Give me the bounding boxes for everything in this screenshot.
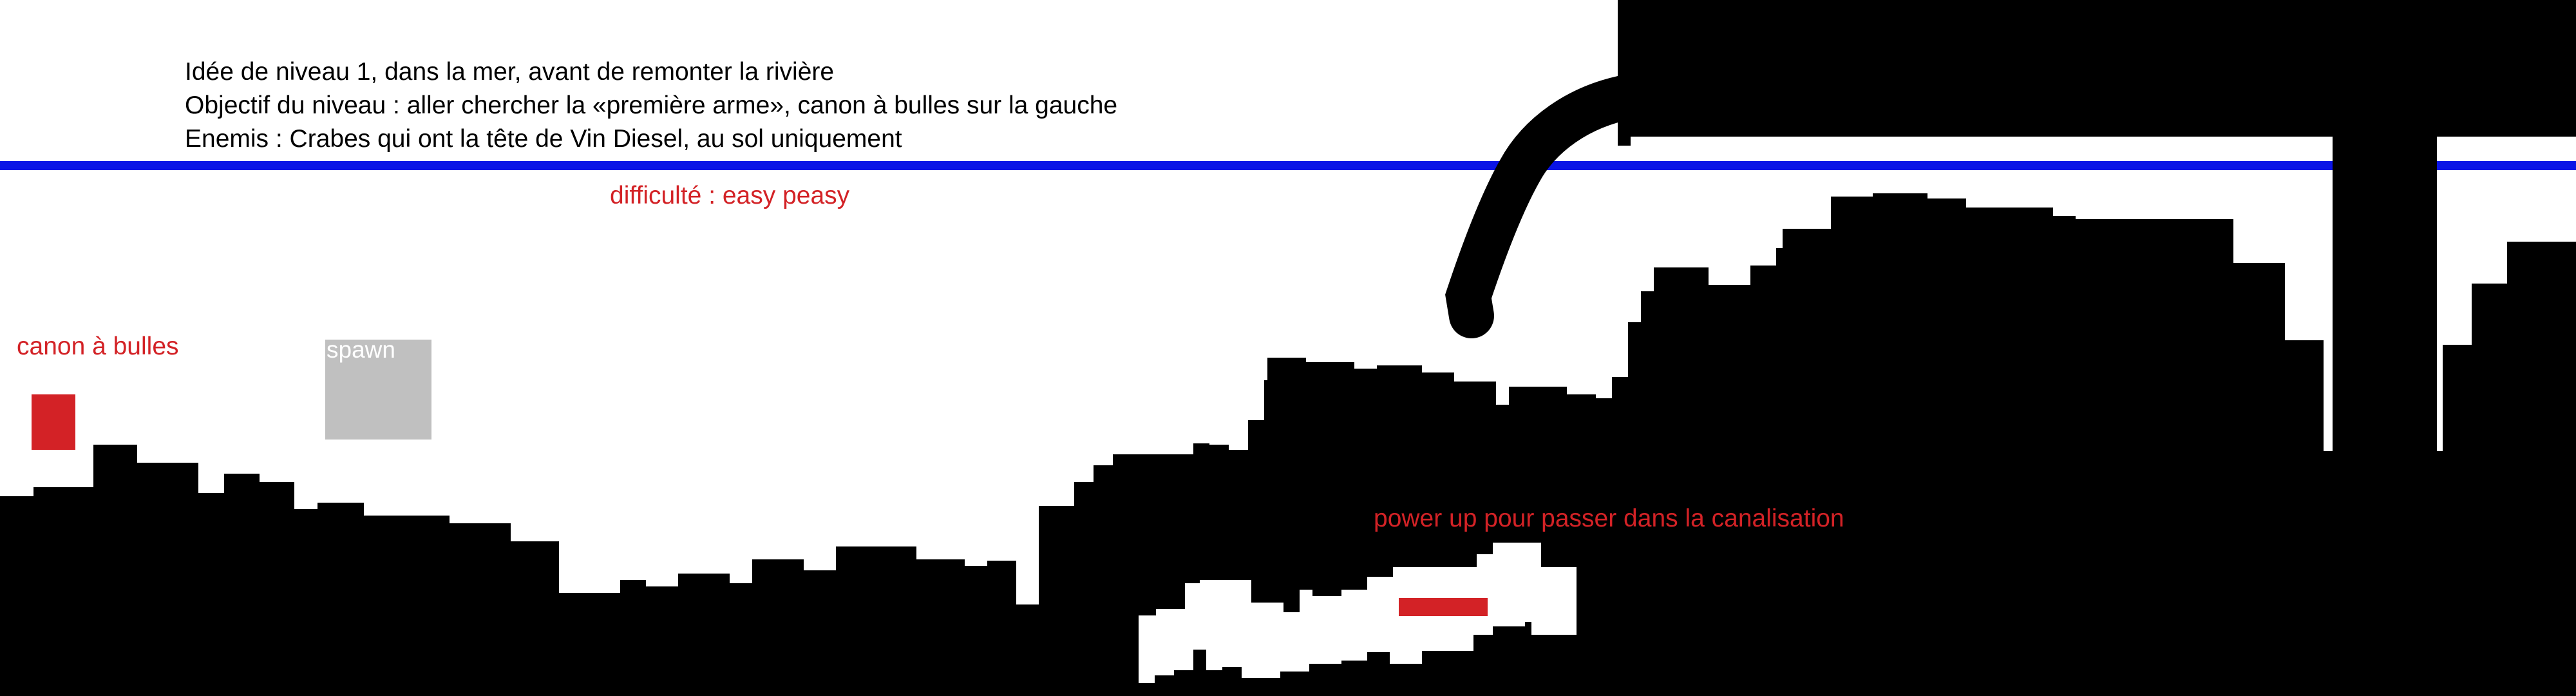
- bubble-cannon-item: [32, 394, 75, 450]
- bubble-cannon-label: canon à bulles: [17, 333, 179, 360]
- power-up-label: power up pour passer dans la canalisatio…: [1374, 505, 1844, 532]
- note-line-1: Idée de niveau 1, dans la mer, avant de …: [185, 58, 835, 86]
- spawn-point: [325, 340, 431, 440]
- note-line-3: Enemis : Crabes qui ont la tête de Vin D…: [185, 125, 902, 153]
- note-line-2: Objectif du niveau : aller chercher la «…: [185, 92, 1118, 119]
- top-structure-stub: [1618, 129, 1631, 146]
- water-surface-line: [0, 161, 2576, 170]
- top-structure: [1618, 0, 2576, 137]
- pillar: [2333, 129, 2437, 458]
- seabed-left: [0, 445, 1126, 696]
- spawn-label: spawn: [327, 336, 395, 363]
- difficulty-label: difficulté : easy peasy: [610, 182, 850, 209]
- pipe: [1445, 74, 1652, 338]
- underwater-cave: [1139, 543, 1577, 696]
- power-up-item: [1399, 598, 1488, 616]
